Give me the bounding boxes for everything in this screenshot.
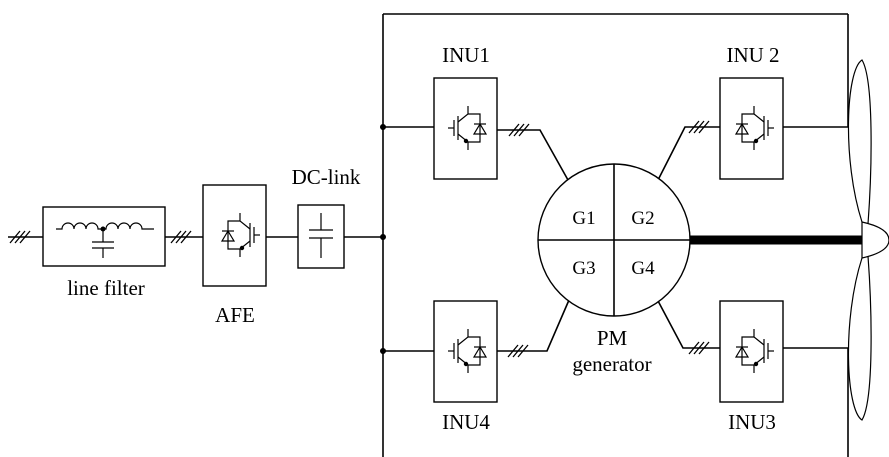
- inu4-box: [433, 300, 498, 403]
- generator-label-pm: PM: [597, 326, 628, 350]
- dc-link-block: DC-link: [292, 165, 361, 269]
- generator-segment-g1: G1: [572, 208, 595, 229]
- generator-segment-g2: G2: [631, 208, 654, 229]
- inu4-label: INU4: [442, 410, 490, 434]
- afe-block: AFE: [202, 184, 267, 327]
- pm-generator: G1 G2 G3 G4 PM generator: [537, 163, 691, 376]
- bus-junction-dot-icon: [380, 234, 386, 240]
- dc-link-label: DC-link: [292, 165, 361, 189]
- inu1-box: [433, 77, 498, 180]
- inu4-block: INU4: [383, 299, 570, 434]
- inu1-label: INU1: [442, 43, 490, 67]
- line-filter-label: line filter: [67, 276, 145, 300]
- generator-segment-g4: G4: [631, 258, 655, 279]
- afe-label: AFE: [215, 303, 255, 327]
- generator-label-generator: generator: [572, 352, 651, 376]
- line-filter-block: line filter: [8, 206, 166, 300]
- inu2-block: INU 2: [656, 43, 848, 183]
- inu2-label: INU 2: [726, 43, 779, 67]
- inu3-label: INU3: [728, 410, 776, 434]
- inu3-block: INU3: [656, 298, 848, 434]
- inu1-block: INU1: [383, 43, 569, 181]
- line-filter-box: [42, 206, 166, 267]
- generator-segment-g3: G3: [572, 258, 595, 279]
